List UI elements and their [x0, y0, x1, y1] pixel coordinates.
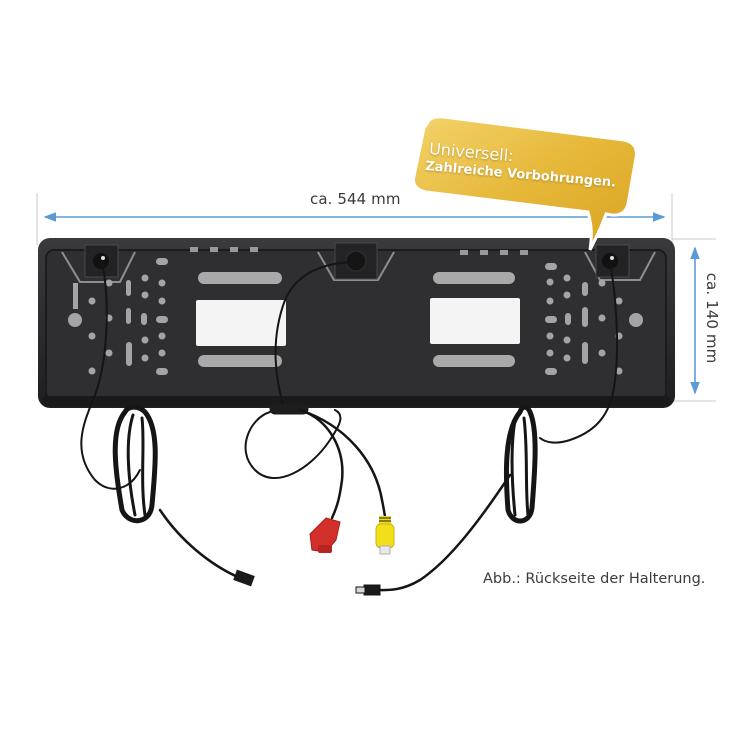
- callout-bubble: [412, 115, 638, 251]
- callout-subtitle: Zahlreiche Vorbohrungen.: [424, 159, 617, 191]
- callout-bubble-text: Universell: Zahlreiche Vorbohrungen.: [408, 115, 648, 255]
- rca-video-connector: [375, 516, 395, 555]
- cables: [80, 261, 619, 596]
- license-plate-frame: [38, 238, 675, 408]
- height-dimension-label: ca. 140 mm: [703, 272, 721, 364]
- width-dimension-label: ca. 544 mm: [310, 190, 401, 208]
- image-caption: Abb.: Rückseite der Halterung.: [483, 571, 706, 587]
- dimension-guides: [36, 193, 716, 402]
- dc-power-connector: [309, 517, 341, 553]
